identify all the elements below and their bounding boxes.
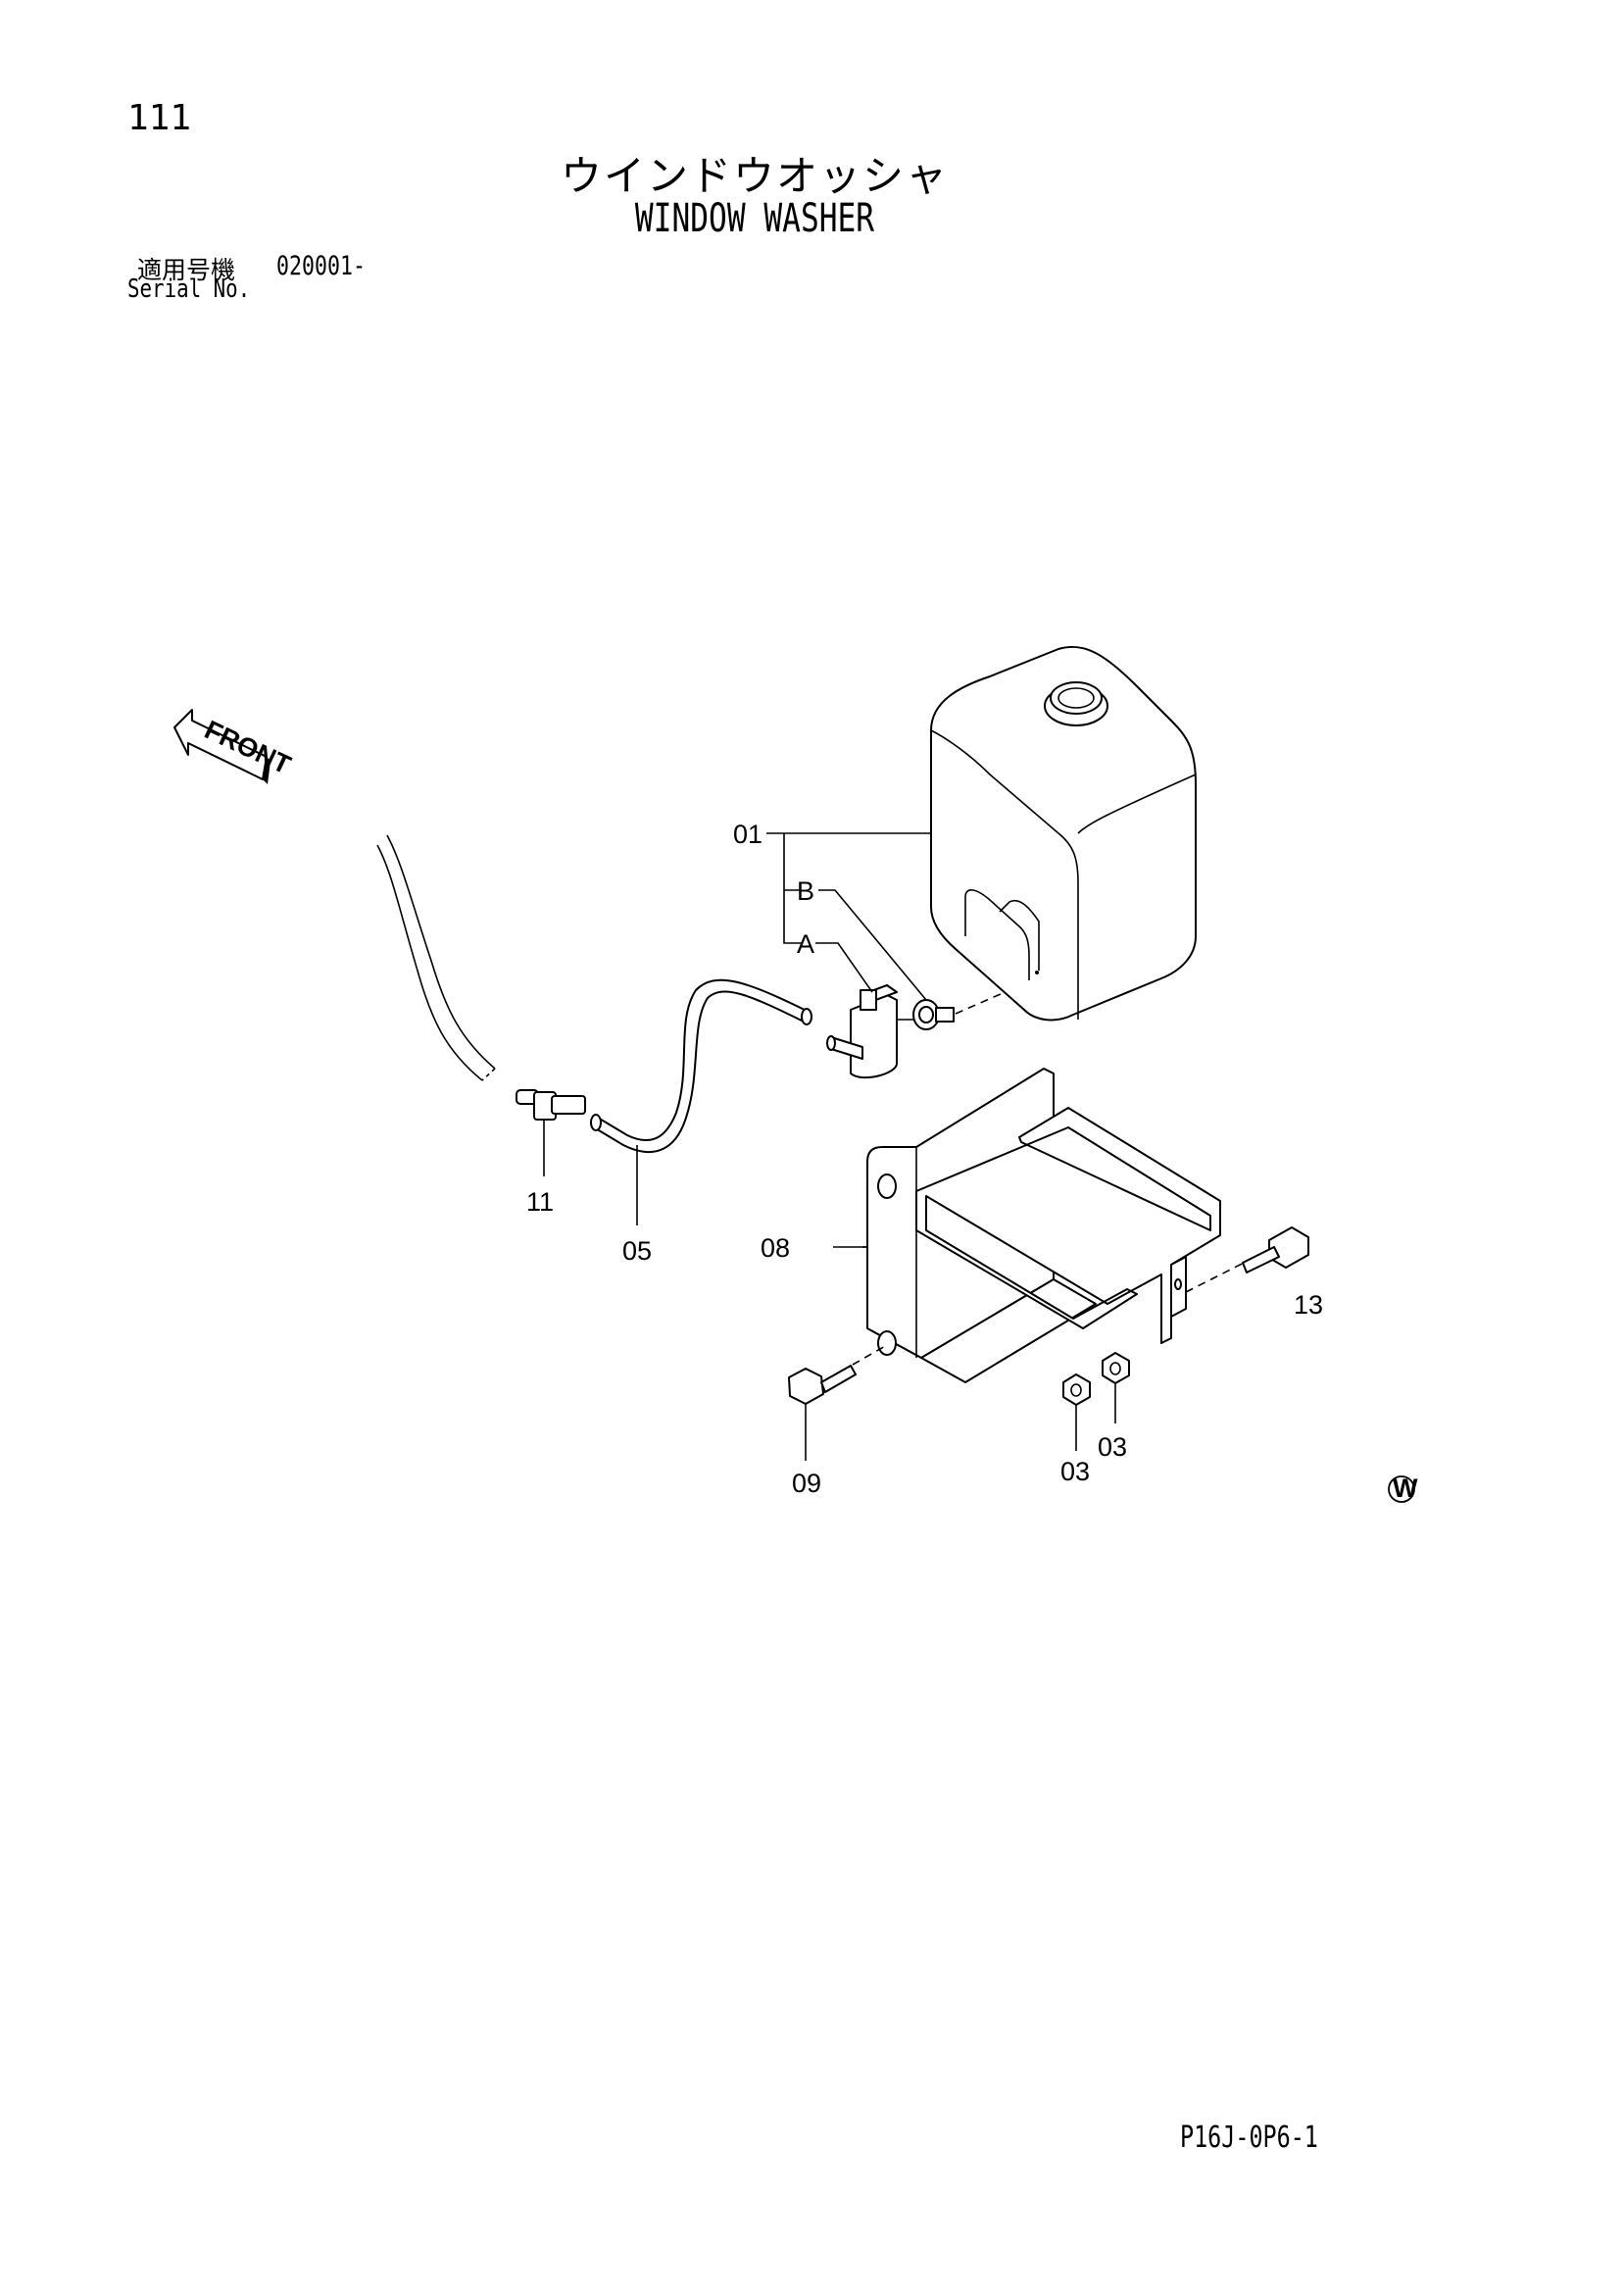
- joint-part-11: [516, 1089, 586, 1176]
- callout-08: 08: [761, 1233, 790, 1263]
- hose-part-05: [590, 978, 812, 1225]
- serial-label-jp: 適用号機: [137, 256, 236, 284]
- nut-part-03-b: [1102, 1352, 1130, 1423]
- w-mark-icon: W: [1388, 1473, 1418, 1503]
- leader-lines: [766, 832, 931, 1248]
- w-mark-label: W: [1393, 1473, 1418, 1503]
- document-code: P16J-0P6-1: [1180, 2121, 1318, 2155]
- callout-03-a: 03: [1060, 1457, 1090, 1486]
- callout-13: 13: [1294, 1290, 1323, 1320]
- bracket-part-08: [862, 1068, 1221, 1383]
- callout-11: 11: [526, 1187, 554, 1217]
- front-arrow-icon: FRONT: [173, 709, 296, 784]
- serial-value: 020001-: [276, 251, 367, 281]
- grommet-B: [912, 989, 1010, 1030]
- callout-B: B: [797, 876, 814, 906]
- callout-05: 05: [622, 1236, 652, 1266]
- serial-label-en: Serial No.: [127, 275, 251, 304]
- bolt-part-13: [1185, 1226, 1309, 1293]
- bolt-part-09: [788, 1344, 888, 1461]
- nut-part-03: [1062, 1373, 1091, 1451]
- washer-pump-A: [826, 984, 921, 1079]
- page-title-en: WINDOW WASHER: [634, 196, 875, 241]
- callout-03-b: 03: [1098, 1432, 1127, 1462]
- callout-A: A: [797, 929, 814, 959]
- page-title-jp: ウインドウオッシャ: [560, 152, 949, 200]
- page-number: 111: [127, 98, 192, 138]
- callout-09: 09: [792, 1469, 821, 1498]
- hose-upper: [376, 834, 496, 1081]
- washer-tank-part-01: [930, 645, 1197, 1022]
- callout-01: 01: [733, 820, 762, 849]
